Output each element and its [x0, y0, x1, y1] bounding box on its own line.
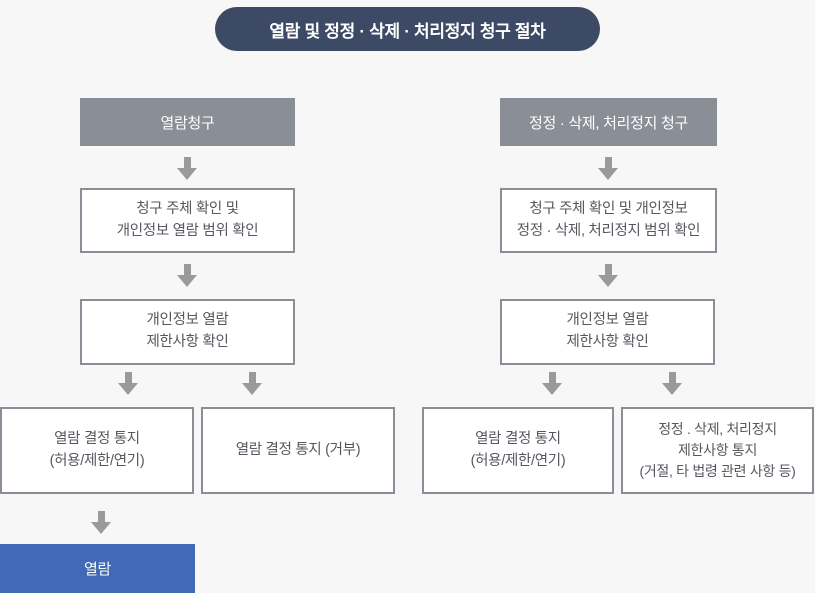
correction-outcome-allow-limit-defer: 열람 결정 통지 (허용/제한/연기): [422, 407, 614, 494]
down-arrow-icon: [118, 372, 138, 395]
down-arrow-icon: [91, 511, 111, 534]
correction-step-verify-subject: 청구 주체 확인 및 개인정보 정정 · 삭제, 처리정지 범위 확인: [500, 188, 717, 253]
down-arrow-icon: [242, 372, 262, 395]
down-arrow-icon: [662, 372, 682, 395]
down-arrow-icon: [598, 264, 618, 287]
diagram-title: 열람 및 정정 · 삭제 · 처리정지 청구 절차: [215, 7, 600, 51]
correction-request-header: 정정 · 삭제, 처리정지 청구: [500, 98, 717, 146]
access-step-check-restrictions: 개인정보 열람 제한사항 확인: [80, 299, 295, 365]
access-step-verify-subject: 청구 주체 확인 및 개인정보 열람 범위 확인: [80, 188, 295, 253]
down-arrow-icon: [598, 157, 618, 180]
down-arrow-icon: [542, 372, 562, 395]
access-result-box: 열람: [0, 544, 195, 593]
correction-step-check-restrictions: 개인정보 열람 제한사항 확인: [500, 299, 715, 365]
access-outcome-refuse: 열람 결정 통지 (거부): [201, 407, 395, 494]
down-arrow-icon: [177, 157, 197, 180]
correction-outcome-restriction-notice: 정정 . 삭제, 처리정지 제한사항 통지 (거절, 타 법령 관련 사항 등): [621, 407, 814, 494]
access-request-header: 열람청구: [80, 98, 295, 146]
down-arrow-icon: [177, 264, 197, 287]
access-outcome-allow-limit-defer: 열람 결정 통지 (허용/제한/연기): [0, 407, 194, 494]
